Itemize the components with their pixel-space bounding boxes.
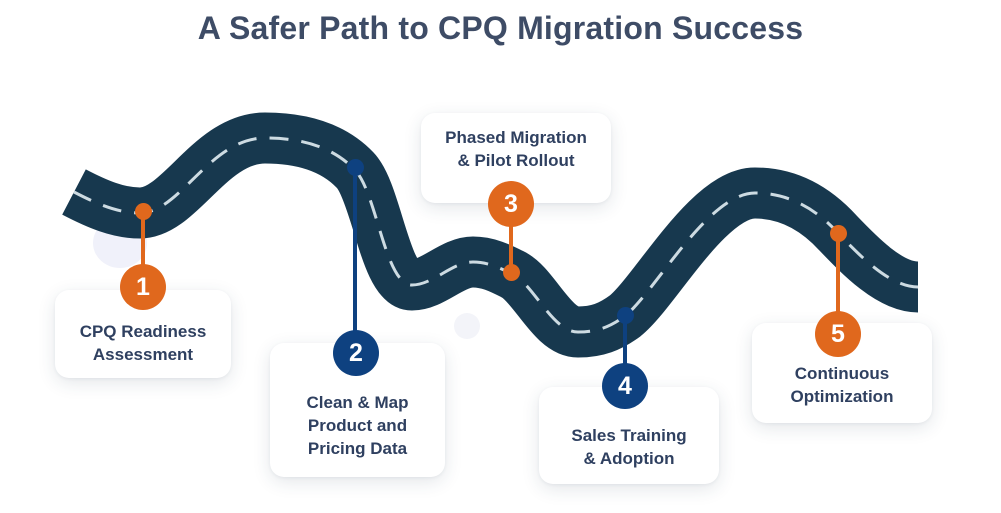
step2-number-badge: 2 [333,330,379,376]
step1-label: CPQ Readiness Assessment [79,322,207,364]
step4-number-badge: 4 [602,363,648,409]
step4-number: 4 [618,371,632,400]
step3-number-badge: 3 [488,181,534,227]
step5-card: Continuous Optimization [752,323,932,423]
step2-road-dot [347,159,364,176]
step5-connector-line [836,233,840,334]
step2-connector-line [353,167,357,353]
step4-road-dot [617,307,634,324]
step3-road-dot [503,264,520,281]
step1-connector-line [141,211,145,287]
step5-road-dot [830,225,847,242]
road-path [62,112,921,358]
step5-number: 5 [831,319,845,348]
page-title: A Safer Path to CPQ Migration Success [197,10,804,46]
step1-number-badge: 1 [120,264,166,310]
step2-label: Clean & Map Product and Pricing Data [306,392,409,458]
step3-label: Phased Migration & Pilot Rollout [445,128,587,170]
step3-connector-line [509,204,513,272]
step3-number: 3 [504,189,518,218]
step2-number: 2 [349,338,363,367]
step4-label: Sales Training & Adoption [571,425,687,468]
step5-number-badge: 5 [815,311,861,357]
step1-road-dot [135,203,152,220]
step5-label: Continuous Optimization [790,364,894,406]
step4-connector-line [623,315,627,386]
decor-blob [454,313,480,339]
step1-number: 1 [136,272,150,301]
step1-card: CPQ Readiness Assessment [55,290,231,378]
step3-card: Phased Migration & Pilot Rollout [421,113,611,203]
